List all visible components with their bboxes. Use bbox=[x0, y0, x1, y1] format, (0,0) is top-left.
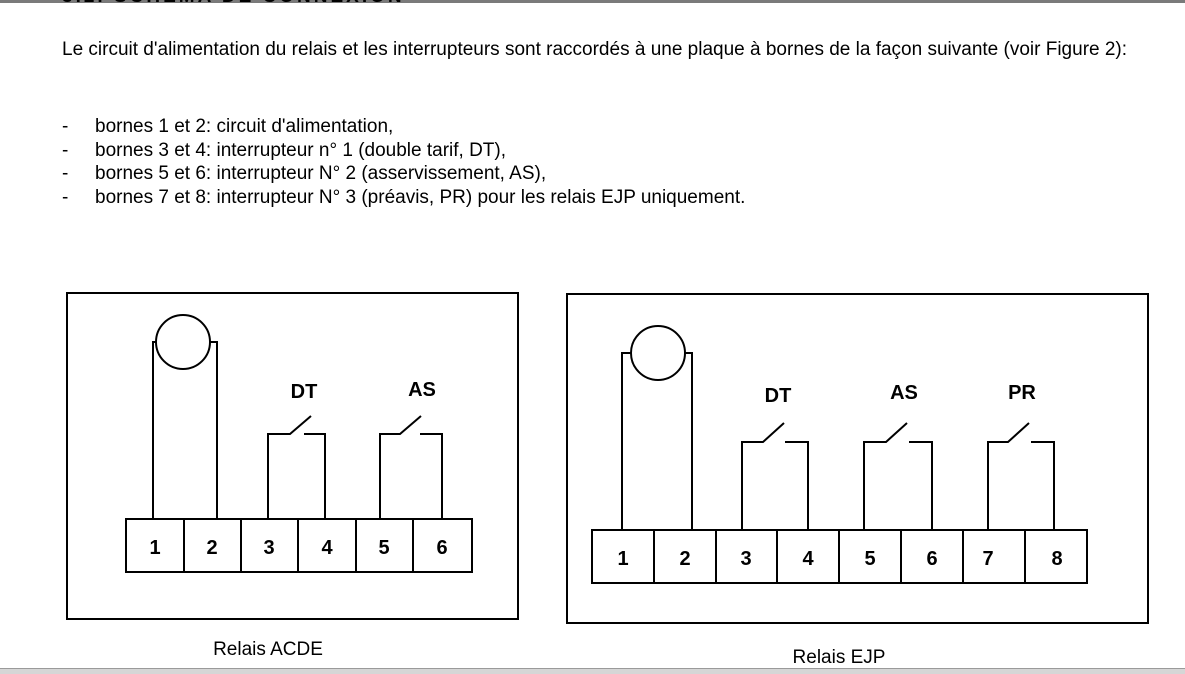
bullet-dash: - bbox=[62, 186, 69, 208]
acde-switch-as-contact bbox=[379, 415, 422, 519]
section-heading: 3.2. SCHEMA DE CONNEXION bbox=[62, 0, 405, 8]
acde-terminal-label: 1 bbox=[149, 537, 160, 559]
acde-coil bbox=[155, 314, 211, 370]
list-item-text: bornes 5 et 6: interrupteur N° 2 (asserv… bbox=[95, 163, 547, 184]
bullet-dash: - bbox=[62, 139, 69, 161]
acde-terminal-label: 3 bbox=[263, 537, 274, 559]
intro-paragraph: Le circuit d'alimentation du relais et l… bbox=[62, 39, 1128, 60]
ejp-switch-dt-contact bbox=[741, 422, 785, 530]
list-item: - bornes 3 et 4: interrupteur n° 1 (doubl… bbox=[62, 139, 745, 163]
bottom-border bbox=[0, 668, 1185, 674]
acde-terminal-label: 2 bbox=[206, 537, 217, 559]
list-item-text: bornes 7 et 8: interrupteur N° 3 (préavi… bbox=[95, 186, 746, 208]
ejp-switch-label-as: AS bbox=[890, 382, 918, 404]
ejp-coil-wire-1 bbox=[621, 352, 631, 530]
ejp-terminal-label: 8 bbox=[1051, 548, 1062, 570]
acde-terminal-label: 6 bbox=[436, 537, 447, 559]
acde-switch-label-dt: DT bbox=[291, 381, 318, 403]
ejp-coil bbox=[630, 325, 686, 381]
ejp-terminal-label: 5 bbox=[864, 548, 875, 570]
ejp-terminal-label: 7 bbox=[982, 548, 993, 570]
ejp-switch-as-contact bbox=[863, 422, 908, 530]
ejp-terminal-label: 6 bbox=[926, 548, 937, 570]
ejp-terminal-label: 1 bbox=[617, 548, 628, 570]
list-item: - bornes 1 et 2: circuit d'alimentation, bbox=[62, 115, 745, 139]
ejp-terminal-label: 4 bbox=[802, 548, 814, 570]
list-item: - bornes 7 et 8: interrupteur N° 3 (préav… bbox=[62, 186, 745, 210]
acde-coil-wire-2 bbox=[210, 341, 218, 519]
ejp-switch-label-pr: PR bbox=[1008, 382, 1036, 404]
acde-frame bbox=[66, 292, 519, 620]
top-border bbox=[0, 0, 1185, 3]
acde-switch-dt-wire bbox=[304, 433, 326, 519]
ejp-caption: Relais EJP bbox=[793, 647, 886, 668]
ejp-coil-wire-2 bbox=[685, 352, 693, 530]
acde-coil-wire-1 bbox=[152, 341, 156, 519]
acde-terminal-label: 4 bbox=[321, 537, 333, 559]
ejp-switch-dt-wire bbox=[785, 441, 809, 530]
list-item-text: bornes 3 et 4: interrupteur n° 1 (double… bbox=[95, 139, 507, 161]
ejp-switch-pr-wire bbox=[1031, 441, 1055, 530]
acde-caption: Relais ACDE bbox=[213, 639, 323, 660]
acde-terminal-label: 5 bbox=[378, 537, 389, 559]
acde-switch-label-as: AS bbox=[408, 379, 436, 401]
ejp-switch-label-dt: DT bbox=[765, 385, 792, 407]
list-item: - bornes 5 et 6: interrupteur N° 2 (asser… bbox=[62, 162, 745, 186]
acde-switch-dt-contact bbox=[267, 415, 312, 519]
ejp-switch-pr-contact bbox=[987, 422, 1030, 530]
bullet-dash: - bbox=[62, 116, 69, 137]
ejp-terminal-label: 3 bbox=[740, 548, 751, 570]
bullet-dash: - bbox=[62, 163, 69, 184]
terminal-list: -bornes 1 et 2: circuit d'alimentation, … bbox=[62, 115, 745, 209]
ejp-terminal-label: 2 bbox=[679, 548, 690, 570]
ejp-frame bbox=[566, 293, 1149, 624]
acde-switch-as-wire bbox=[420, 433, 443, 519]
ejp-switch-as-wire bbox=[909, 441, 933, 530]
list-item-text: bornes 1 et 2: circuit d'alimentation, bbox=[95, 116, 394, 137]
